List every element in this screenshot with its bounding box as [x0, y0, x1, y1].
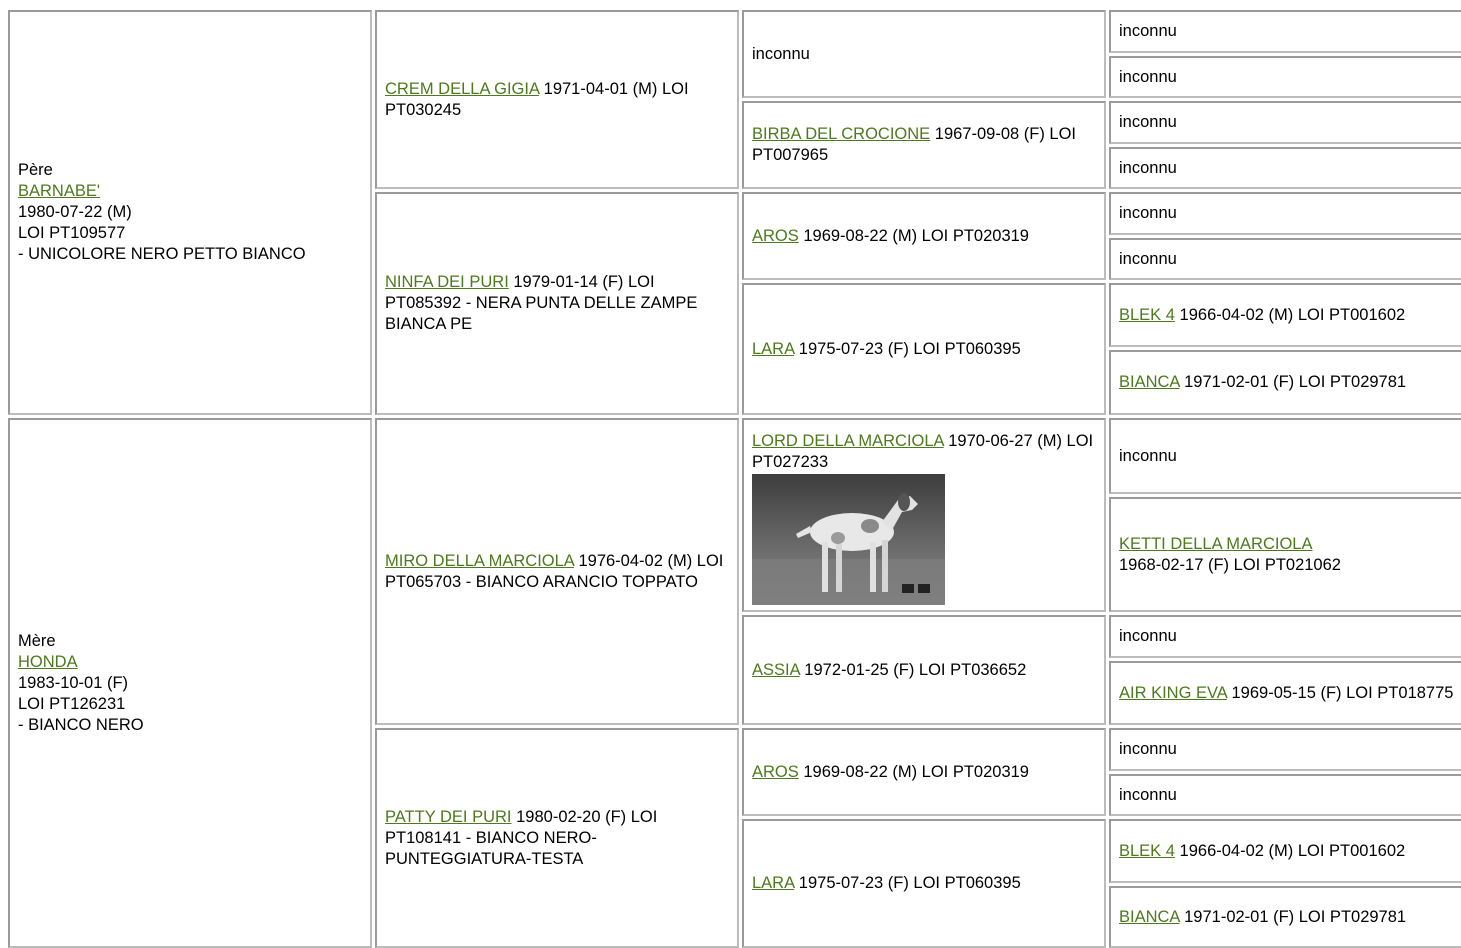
dog-link[interactable]: BIANCA: [1119, 907, 1180, 926]
gen3-cell: BIRBA DEL CROCIONE 1967-09-08 (F) LOI PT…: [742, 101, 1106, 189]
dog-link[interactable]: LARA: [752, 339, 795, 358]
gen2-cell: CREM DELLA GIGIA 1971-04-01 (M) LOI PT03…: [375, 10, 739, 189]
gen4-cell: inconnu: [1109, 774, 1461, 816]
dog-link[interactable]: ASSIA: [752, 660, 800, 679]
gen2-cell: PATTY DEI PURI 1980-02-20 (F) LOI PT1081…: [375, 728, 739, 948]
dog-link[interactable]: LARA: [752, 874, 795, 892]
gen2-cell: MIRO DELLA MARCIOLA 1976-04-02 (M) LOI P…: [375, 418, 739, 725]
gen4-cell: inconnu: [1109, 728, 1461, 771]
gen4-cell: inconnu: [1109, 192, 1461, 235]
dog-link[interactable]: BIANCA: [1119, 373, 1180, 391]
gen3-cell: inconnu: [742, 10, 1106, 98]
sire-link[interactable]: BARNABE': [18, 182, 101, 200]
gen4-cell: BIANCA 1971-02-01 (F) LOI PT029781: [1109, 886, 1461, 948]
gen4-cell: inconnu: [1109, 101, 1461, 144]
gen4-cell: BLEK 4 1966-04-02 (M) LOI PT001602: [1109, 819, 1461, 883]
gen4-cell: BLEK 4 1966-04-02 (M) LOI PT001602: [1109, 283, 1461, 347]
gen4-cell: inconnu: [1109, 10, 1461, 53]
sire-label: Père: [18, 161, 53, 179]
sire-cell: Père BARNABE' 1980-07-22 (M) LOI PT10957…: [8, 10, 372, 415]
gen3-cell: LARA 1975-07-23 (F) LOI PT060395: [742, 283, 1106, 415]
gen3-cell: LARA 1975-07-23 (F) LOI PT060395: [742, 819, 1106, 948]
dog-photo-icon: [752, 474, 945, 605]
dog-photo[interactable]: [752, 474, 945, 605]
dam-cell: Mère HONDA 1983-10-01 (F) LOI PT126231 -…: [8, 418, 372, 948]
gen4-cell: inconnu: [1109, 418, 1461, 494]
dog-link[interactable]: AROS: [752, 762, 799, 781]
dog-link[interactable]: MIRO DELLA MARCIOLA: [385, 551, 574, 570]
dog-link[interactable]: BLEK 4: [1119, 841, 1175, 860]
gen4-cell: inconnu: [1109, 56, 1461, 98]
dam-link[interactable]: HONDA: [18, 652, 78, 671]
dam-label: Mère: [18, 631, 56, 650]
gen4-cell: inconnu: [1109, 615, 1461, 658]
gen4-cell: inconnu: [1109, 238, 1461, 280]
dog-link[interactable]: BLEK 4: [1119, 305, 1175, 324]
gen4-cell: AIR KING EVA 1969-05-15 (F) LOI PT018775: [1109, 661, 1461, 725]
gen3-cell: AROS 1969-08-22 (M) LOI PT020319: [742, 728, 1106, 816]
gen2-cell: NINFA DEI PURI 1979-01-14 (F) LOI PT0853…: [375, 192, 739, 415]
dog-link[interactable]: AIR KING EVA: [1119, 683, 1227, 702]
dog-link[interactable]: LORD DELLA MARCIOLA: [752, 432, 944, 450]
gen3-cell: ASSIA 1972-01-25 (F) LOI PT036652: [742, 615, 1106, 725]
dog-link[interactable]: KETTI DELLA MARCIOLA: [1119, 534, 1313, 553]
gen3-cell: AROS 1969-08-22 (M) LOI PT020319: [742, 192, 1106, 280]
dog-link[interactable]: AROS: [752, 226, 799, 245]
dog-link[interactable]: CREM DELLA GIGIA: [385, 79, 540, 98]
dog-link[interactable]: BIRBA DEL CROCIONE: [752, 125, 931, 143]
dog-link[interactable]: NINFA DEI PURI: [385, 273, 509, 291]
gen4-cell: inconnu: [1109, 147, 1461, 189]
dog-link[interactable]: PATTY DEI PURI: [385, 807, 512, 826]
gen3-cell: LORD DELLA MARCIOLA 1970-06-27 (M) LOI P…: [742, 418, 1106, 612]
gen4-cell: BIANCA 1971-02-01 (F) LOI PT029781: [1109, 350, 1461, 415]
